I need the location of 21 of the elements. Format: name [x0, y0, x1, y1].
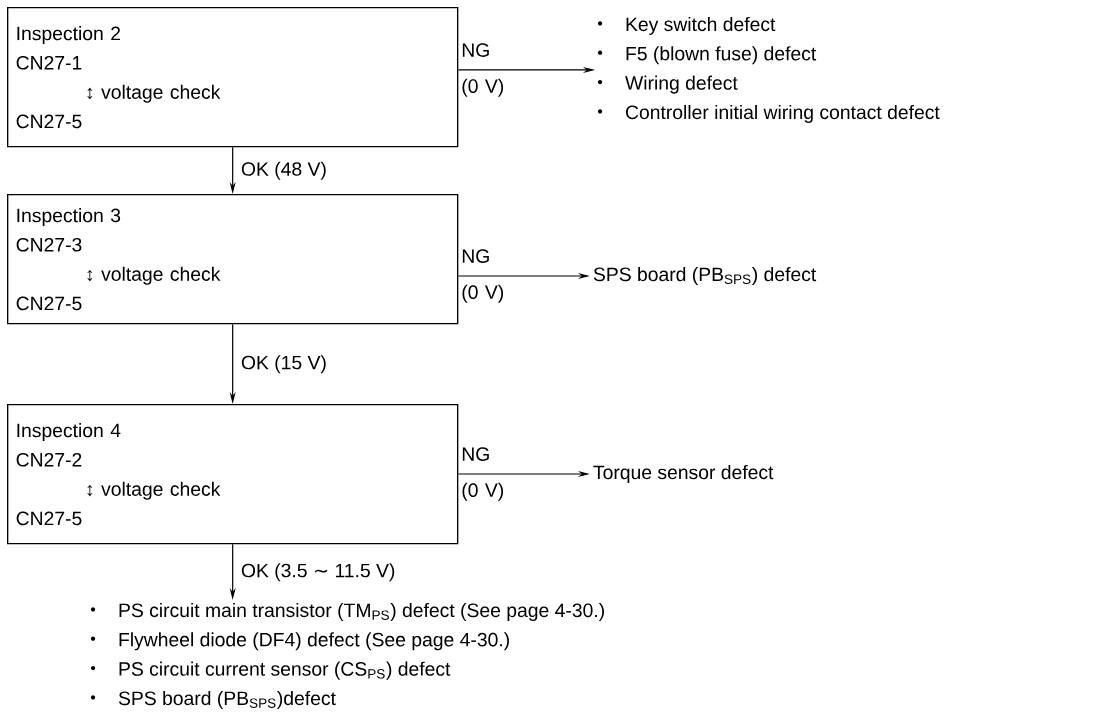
inspection-box: Inspection 3 CN27-3 ↕ voltage check CN27-5 — [7, 194, 459, 325]
node-label: PS circuit main transistor (TM$_{PS}$) defect (See page 4-30.) — [119, 602, 604, 621]
edge-label: OK (15 V) — [241, 355, 326, 374]
edge-label: OK (3.5 ∼ 11.5 V) — [241, 563, 395, 582]
node-label: F5 (blown fuse) defect — [626, 46, 817, 65]
node-label: PS circuit current sensor (CS$_{PS}$) defect — [119, 661, 451, 680]
bullet-list: PS circuit main transistor (TM$_{PS}$) defect (See page 4-30.) Flywheel diode (DF4) defect (See page 4-30.) PS circuit current sensor (CS$_{PS}$) defect SPS board (PB$_{SPS}$)defect — [90, 602, 604, 709]
inspection-box: Inspection 4 CN27-2 ↕ voltage check CN27-5 — [7, 404, 459, 545]
node-label: Controller initial wiring contact defect — [625, 104, 940, 123]
bullet-list: Key switch defect F5 (blown fuse) defect Wiring defect Controller initial wiring contact defect — [597, 16, 940, 123]
edge-label: NG (0 V) — [462, 43, 504, 97]
node-label: SPS board (PB$_{SPS}$)defect — [118, 690, 336, 709]
node-label: Wiring defect — [625, 75, 738, 94]
edge-label: NG (0 V) — [462, 249, 504, 303]
node-label: Flywheel diode (DF4) defect (See page 4-30.) — [119, 632, 509, 651]
edge-label: NG (0 V) — [462, 447, 504, 501]
result-text: SPS board (PB$_{SPS}$) defect — [593, 267, 817, 285]
node-label: Key switch defect — [626, 16, 776, 35]
inspection-box: Inspection 2 CN27-1 ↕ voltage check CN27-5 — [7, 7, 459, 148]
edge-label: OK (48 V) — [241, 161, 326, 180]
result-text: Torque sensor defect — [593, 465, 774, 483]
